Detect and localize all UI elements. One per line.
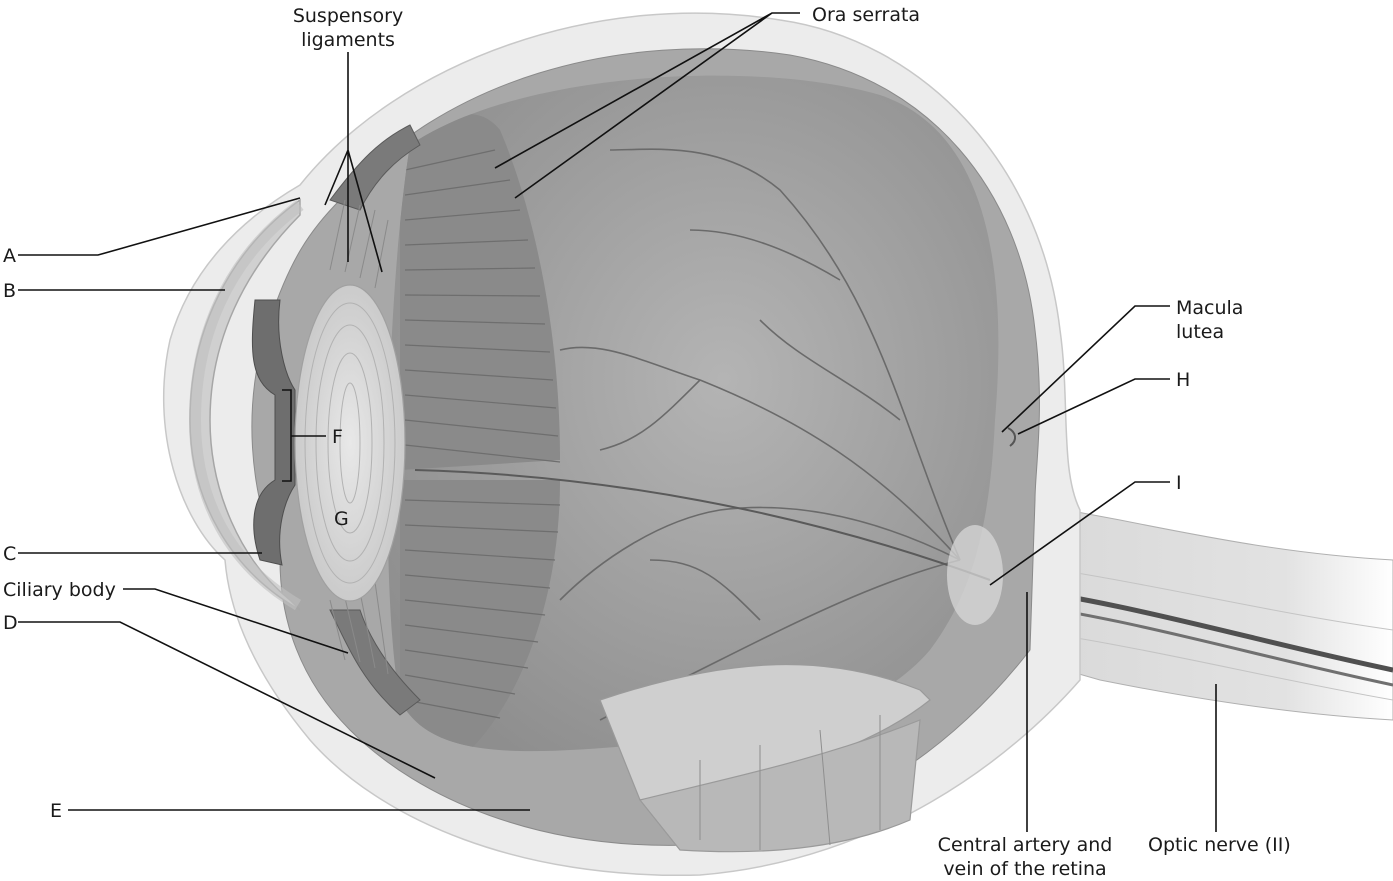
label-central-artery: Central artery and vein of the retina — [930, 833, 1120, 881]
ciliary-body-shape — [329, 609, 421, 716]
label-central-artery-line1: Central artery and — [937, 834, 1113, 856]
lens-shape — [294, 284, 406, 602]
label-suspensory-line2: ligaments — [301, 29, 395, 51]
label-b: B — [3, 280, 17, 302]
label-d: D — [3, 612, 18, 634]
bracket-f — [282, 389, 326, 482]
ora-serrata-folds — [400, 113, 561, 752]
label-a: A — [3, 245, 16, 267]
leader-a — [18, 197, 301, 256]
label-h: H — [1176, 369, 1191, 391]
suspensory-ligament-fibers — [329, 199, 389, 675]
cutaway-panel — [599, 663, 931, 853]
label-suspensory-ligaments: Suspensory ligaments — [278, 4, 418, 52]
label-f: F — [332, 426, 343, 448]
label-optic-nerve: Optic nerve (II) — [1148, 834, 1291, 856]
central-plane-line — [414, 469, 991, 581]
label-ciliary-body: Ciliary body — [3, 579, 116, 601]
optic-disc-shape — [947, 525, 1003, 625]
label-suspensory-line1: Suspensory — [292, 5, 404, 27]
label-i: I — [1176, 472, 1182, 494]
leader-ciliary-body — [123, 588, 349, 654]
leader-i — [989, 481, 1170, 586]
leader-lines — [18, 12, 1217, 832]
cornea-edge — [188, 200, 304, 611]
label-g: G — [334, 508, 349, 530]
label-central-artery-line2: vein of the retina — [943, 858, 1107, 880]
leader-d — [18, 621, 436, 779]
leader-suspensory-ligaments — [324, 52, 383, 273]
leader-ora-serrata — [494, 12, 800, 199]
iris-shape — [251, 299, 296, 566]
label-macula-line1: Macula — [1176, 297, 1244, 319]
fovea-shape — [1007, 427, 1016, 447]
label-c: C — [3, 543, 17, 565]
leader-macula-lutea — [1001, 305, 1170, 433]
label-e: E — [50, 800, 63, 822]
leader-h — [1017, 378, 1170, 435]
label-macula-lutea: Macula lutea — [1176, 296, 1243, 344]
label-macula-line2: lutea — [1176, 321, 1225, 343]
label-ora-serrata: Ora serrata — [812, 4, 921, 26]
ciliary-body-upper-shape — [329, 124, 421, 211]
